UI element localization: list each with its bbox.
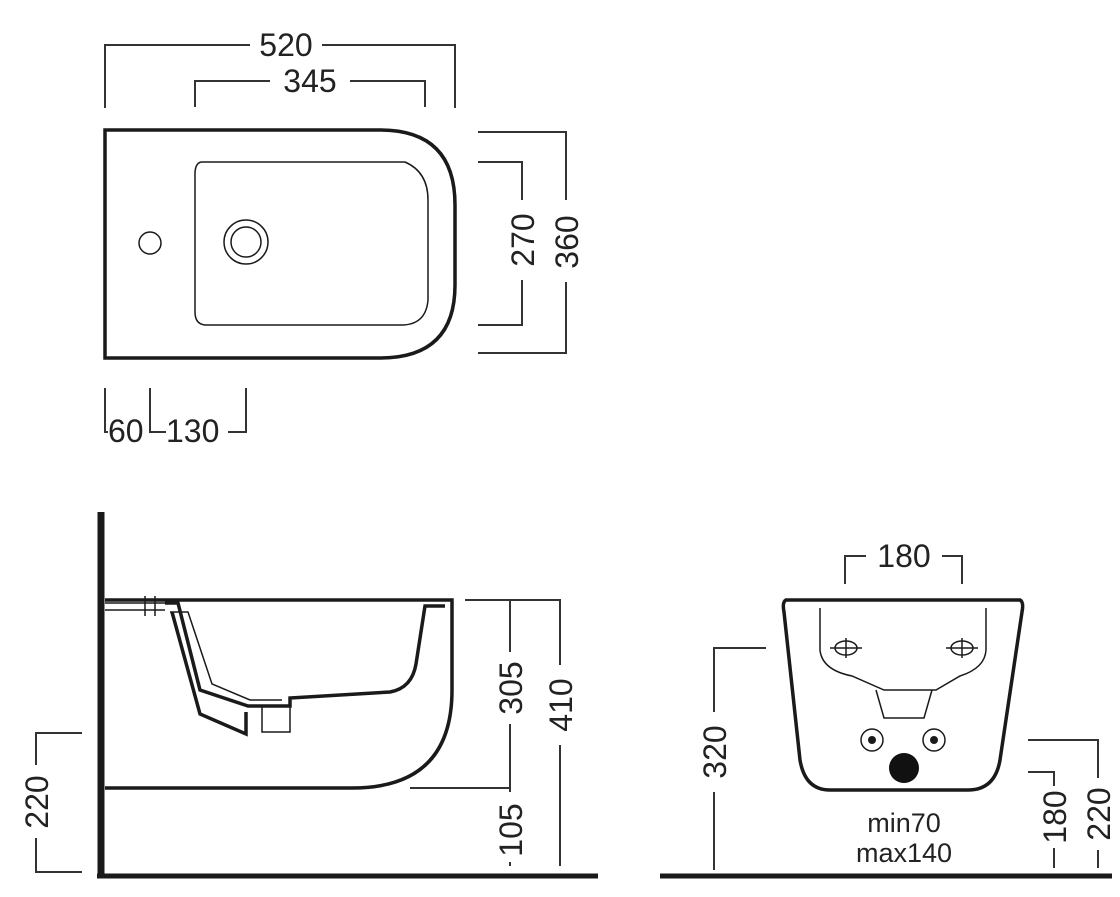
dim-label-320: 320 [697, 725, 733, 778]
dimension-105: 105 [493, 788, 529, 866]
supply-max-label: max140 [856, 838, 952, 868]
dim-label-220-left: 220 [19, 775, 55, 828]
rear-view-bowl-contour [819, 608, 987, 691]
rear-view-body-outline [781, 598, 1025, 792]
supply-pipe [105, 596, 165, 616]
dimension-360: 360 [478, 131, 585, 354]
dim-label-180-top: 180 [877, 538, 930, 574]
waste-pipe-icon [889, 753, 919, 783]
dim-label-410: 410 [543, 678, 579, 731]
rear-view: 180 320 min70 max140 180 220 [660, 538, 1117, 879]
dim-label-270: 270 [505, 213, 541, 266]
dimension-345: 345 [194, 63, 426, 107]
dim-label-520: 520 [259, 27, 312, 63]
dim-label-305: 305 [493, 661, 529, 714]
side-view-body-outline [105, 598, 454, 790]
supply-right-dot-icon [930, 736, 938, 744]
fixing-hole-right-icon [946, 638, 978, 658]
dim-label-220-right: 220 [1081, 787, 1117, 840]
supply-min-label: min70 [867, 808, 941, 838]
drain-outlet [261, 706, 291, 733]
overflow-channel [170, 611, 248, 737]
dimension-60-130: 60 130 [104, 388, 247, 449]
side-view-bowl-inner-2 [170, 611, 282, 701]
top-view-outer-outline [103, 128, 457, 360]
dimension-520: 520 [104, 27, 456, 108]
dim-label-105: 105 [493, 803, 529, 856]
dimension-180-right: 180 [1028, 771, 1073, 868]
dimension-180-top: 180 [844, 538, 963, 584]
dimension-320: 320 [697, 647, 766, 870]
tap-hole-icon [138, 231, 162, 255]
drain-outer-icon [223, 219, 269, 265]
supply-left-dot-icon [868, 736, 876, 744]
dim-label-60: 60 [108, 413, 144, 449]
dim-label-130: 130 [166, 413, 219, 449]
supply-left-icon [860, 728, 884, 752]
side-view: 305 410 105 220 [19, 512, 598, 879]
dim-label-360: 360 [549, 215, 585, 268]
top-view-bowl-outline [194, 161, 429, 326]
dimension-305: 305 [410, 599, 529, 789]
dimension-410: 410 [510, 599, 579, 866]
dim-label-180-right: 180 [1037, 790, 1073, 843]
dimension-220-left: 220 [19, 732, 82, 873]
fixing-hole-left-icon [830, 638, 862, 658]
drain-inner-icon [230, 226, 262, 258]
dimension-270: 270 [478, 161, 541, 326]
dimension-220-right: 220 [1028, 739, 1117, 868]
dim-label-345: 345 [283, 63, 336, 99]
waste-outlet-housing [875, 689, 933, 719]
top-view: 520 345 270 360 60 130 [103, 27, 585, 449]
side-view-bowl-inner [165, 601, 445, 708]
supply-right-icon [922, 728, 946, 752]
